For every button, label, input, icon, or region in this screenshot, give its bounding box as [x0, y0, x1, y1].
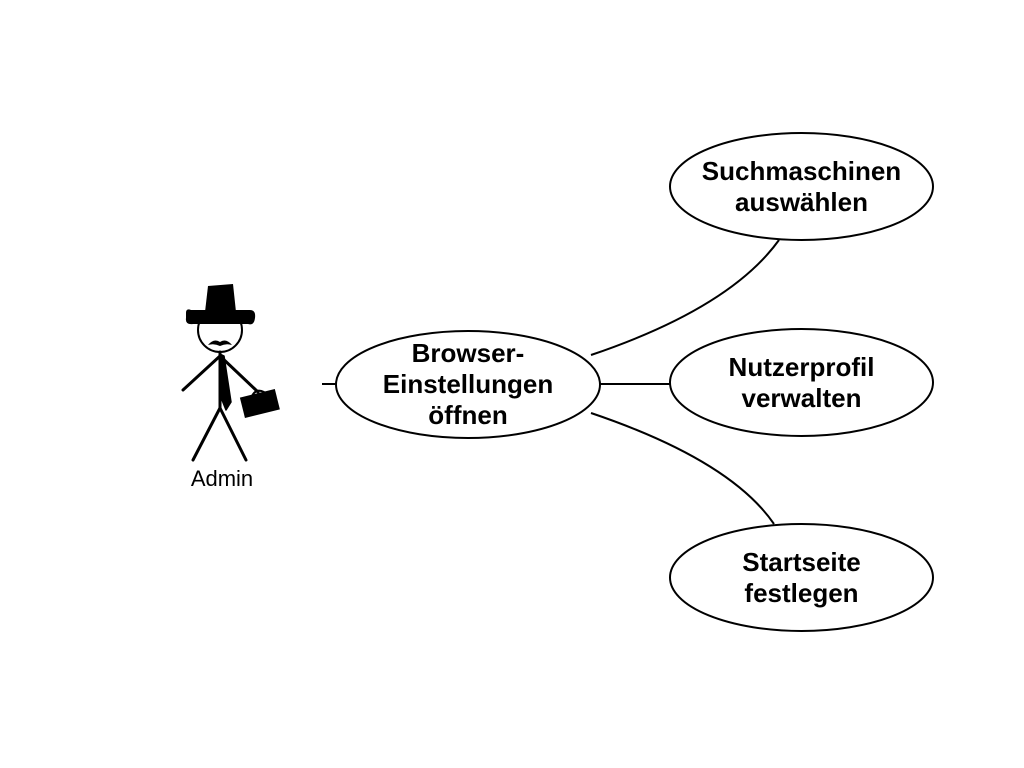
usecase-main-shape[interactable] — [335, 330, 601, 439]
usecase-user-profile-shape[interactable] — [669, 328, 934, 437]
hat-crown — [205, 284, 236, 312]
usecase-homepage-shape[interactable] — [669, 523, 934, 632]
use-case-shapes — [335, 132, 934, 632]
usecase-search-engine-label: Suchmaschinen auswählen — [701, 155, 902, 217]
tie-icon — [219, 353, 232, 411]
connectors — [322, 239, 780, 525]
actor-right-leg — [218, 406, 248, 462]
hat-icon — [185, 309, 256, 325]
usecase-homepage-label: Startseite festlegen — [742, 546, 861, 608]
mustache-icon — [208, 340, 232, 346]
actor-right-arm — [218, 354, 260, 394]
briefcase-icon — [239, 388, 280, 419]
actor-name-label: Admin — [190, 466, 254, 491]
usecase-user-profile-label: Nutzerprofil verwalten — [728, 351, 875, 413]
connector-search-engine — [590, 239, 780, 356]
actor-left-arm — [181, 354, 222, 392]
connector-homepage — [590, 412, 775, 525]
usecase-search-engine-shape[interactable] — [669, 132, 934, 241]
actor-icon[interactable] — [181, 284, 280, 462]
actor-left-leg — [191, 406, 222, 462]
usecase-main-label: Browser- Einstellungen öffnen — [382, 338, 554, 430]
